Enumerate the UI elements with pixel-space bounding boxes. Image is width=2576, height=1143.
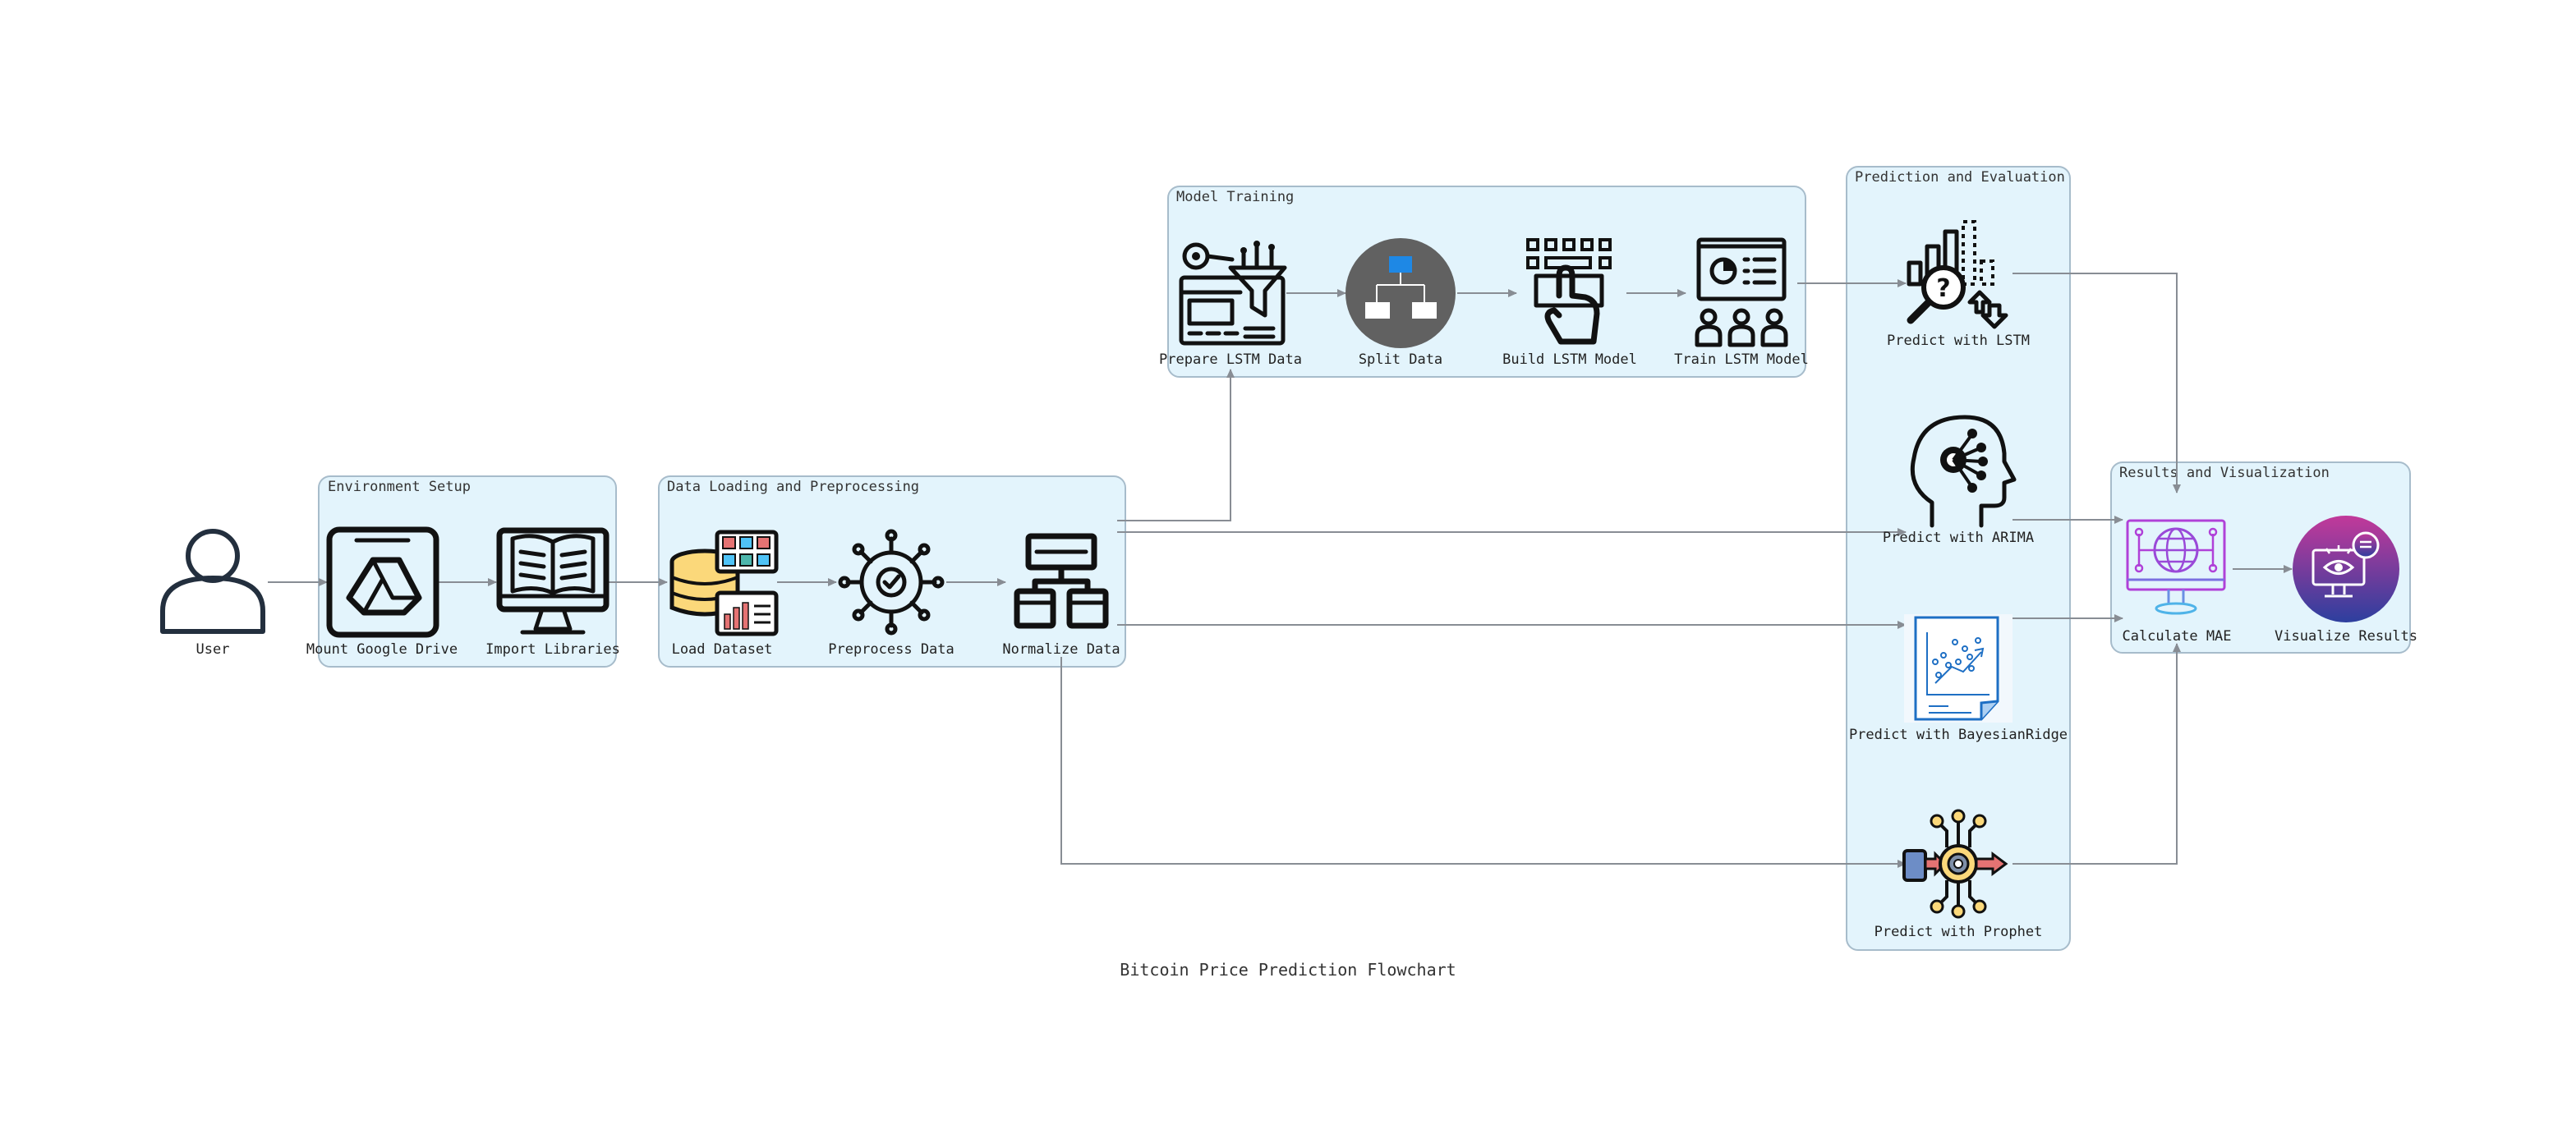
node-label-prepare: Prepare LSTM Data [1159,351,1302,368]
group-label-prediction: Prediction and Evaluation [1855,169,2065,186]
node-train-lstm-model[interactable]: Train LSTM Model [1674,237,1809,368]
node-label-predict-lstm: Predict with LSTM [1887,333,2030,349]
node-label-visualize: Visualize Results [2275,628,2417,645]
node-mount-google-drive[interactable]: Mount Google Drive [306,526,458,658]
node-label-build: Build LSTM Model [1502,351,1637,368]
node-label-predict-prophet: Predict with Prophet [1874,924,2043,940]
node-build-lstm-model[interactable]: Build LSTM Model [1502,238,1637,368]
globe-monitor-icon [2126,519,2226,615]
node-label-normalize: Normalize Data [1002,641,1120,658]
user-icon [160,529,265,634]
database-chart-icon [669,530,779,636]
data-filter-icon [1179,241,1287,346]
node-import-libraries[interactable]: Import Libraries [485,527,620,658]
presentation-class-icon [1695,237,1788,347]
group-label-results: Results and Visualization [2119,465,2330,481]
group-label-data-loading: Data Loading and Preprocessing [667,479,919,495]
node-label-train: Train LSTM Model [1674,351,1809,368]
node-label-preprocess: Preprocess Data [828,641,954,658]
node-label-user: User [196,641,230,658]
node-predict-arima[interactable]: Predict with ARIMA [1883,415,2034,546]
node-load-dataset[interactable]: Load Dataset [669,530,779,658]
group-label-model-training: Model Training [1176,189,1294,205]
edge-normalize-prophet [1060,657,1907,868]
node-split-data[interactable]: Split Data [1346,238,1456,368]
scatter-report-icon [1904,614,2012,723]
node-preprocess-data[interactable]: Preprocess Data [828,529,954,658]
node-predict-lstm[interactable]: ? Predict with LSTM [1887,220,2030,349]
node-label-predict-bayes: Predict with BayesianRidge [1849,727,2068,743]
group-model-training: Model Training [1167,186,1806,378]
node-label-load: Load Dataset [672,641,773,658]
split-tree-icon [1346,238,1456,348]
edges [268,273,2293,868]
node-predict-bayesianridge[interactable]: Predict with BayesianRidge [1849,614,2068,743]
edge-lstm-mae [2012,273,2181,493]
node-predict-prophet[interactable]: Predict with Prophet [1874,809,2043,940]
group-label-environment: Environment Setup [328,479,471,495]
chip-gear-icon [1902,809,2008,919]
edge-prophet-mae [2012,643,2181,865]
eye-monitor-icon [2293,516,2399,622]
group-prediction-evaluation: Prediction and Evaluation [1846,166,2071,951]
node-prepare-lstm-data[interactable]: Prepare LSTM Data [1159,241,1302,368]
node-normalize-data[interactable]: Normalize Data [1002,533,1120,658]
node-label-predict-arima: Predict with ARIMA [1883,530,2034,546]
ai-head-icon [1910,415,2017,528]
group-environment-setup: Environment Setup [318,475,617,668]
edge-normalize-prepare [1117,369,1235,521]
gear-check-icon [838,529,945,636]
keyboard-touch-icon [1526,238,1612,345]
svg-text:?: ? [1936,274,1950,303]
node-label-split: Split Data [1359,351,1442,368]
google-drive-icon [326,526,439,638]
node-visualize-results[interactable]: Visualize Results [2275,516,2417,645]
open-book-monitor-icon [496,527,610,635]
chart-search-icon: ? [1907,220,2008,329]
node-calculate-mae[interactable]: Calculate MAE [2122,519,2232,645]
hierarchy-icon [1014,533,1109,629]
node-label-mount: Mount Google Drive [306,641,458,658]
diagram-title: Bitcoin Price Prediction Flowchart [1120,960,1456,980]
node-label-mae: Calculate MAE [2122,628,2231,645]
node-user[interactable]: User [160,529,265,658]
node-label-import: Import Libraries [485,641,620,658]
